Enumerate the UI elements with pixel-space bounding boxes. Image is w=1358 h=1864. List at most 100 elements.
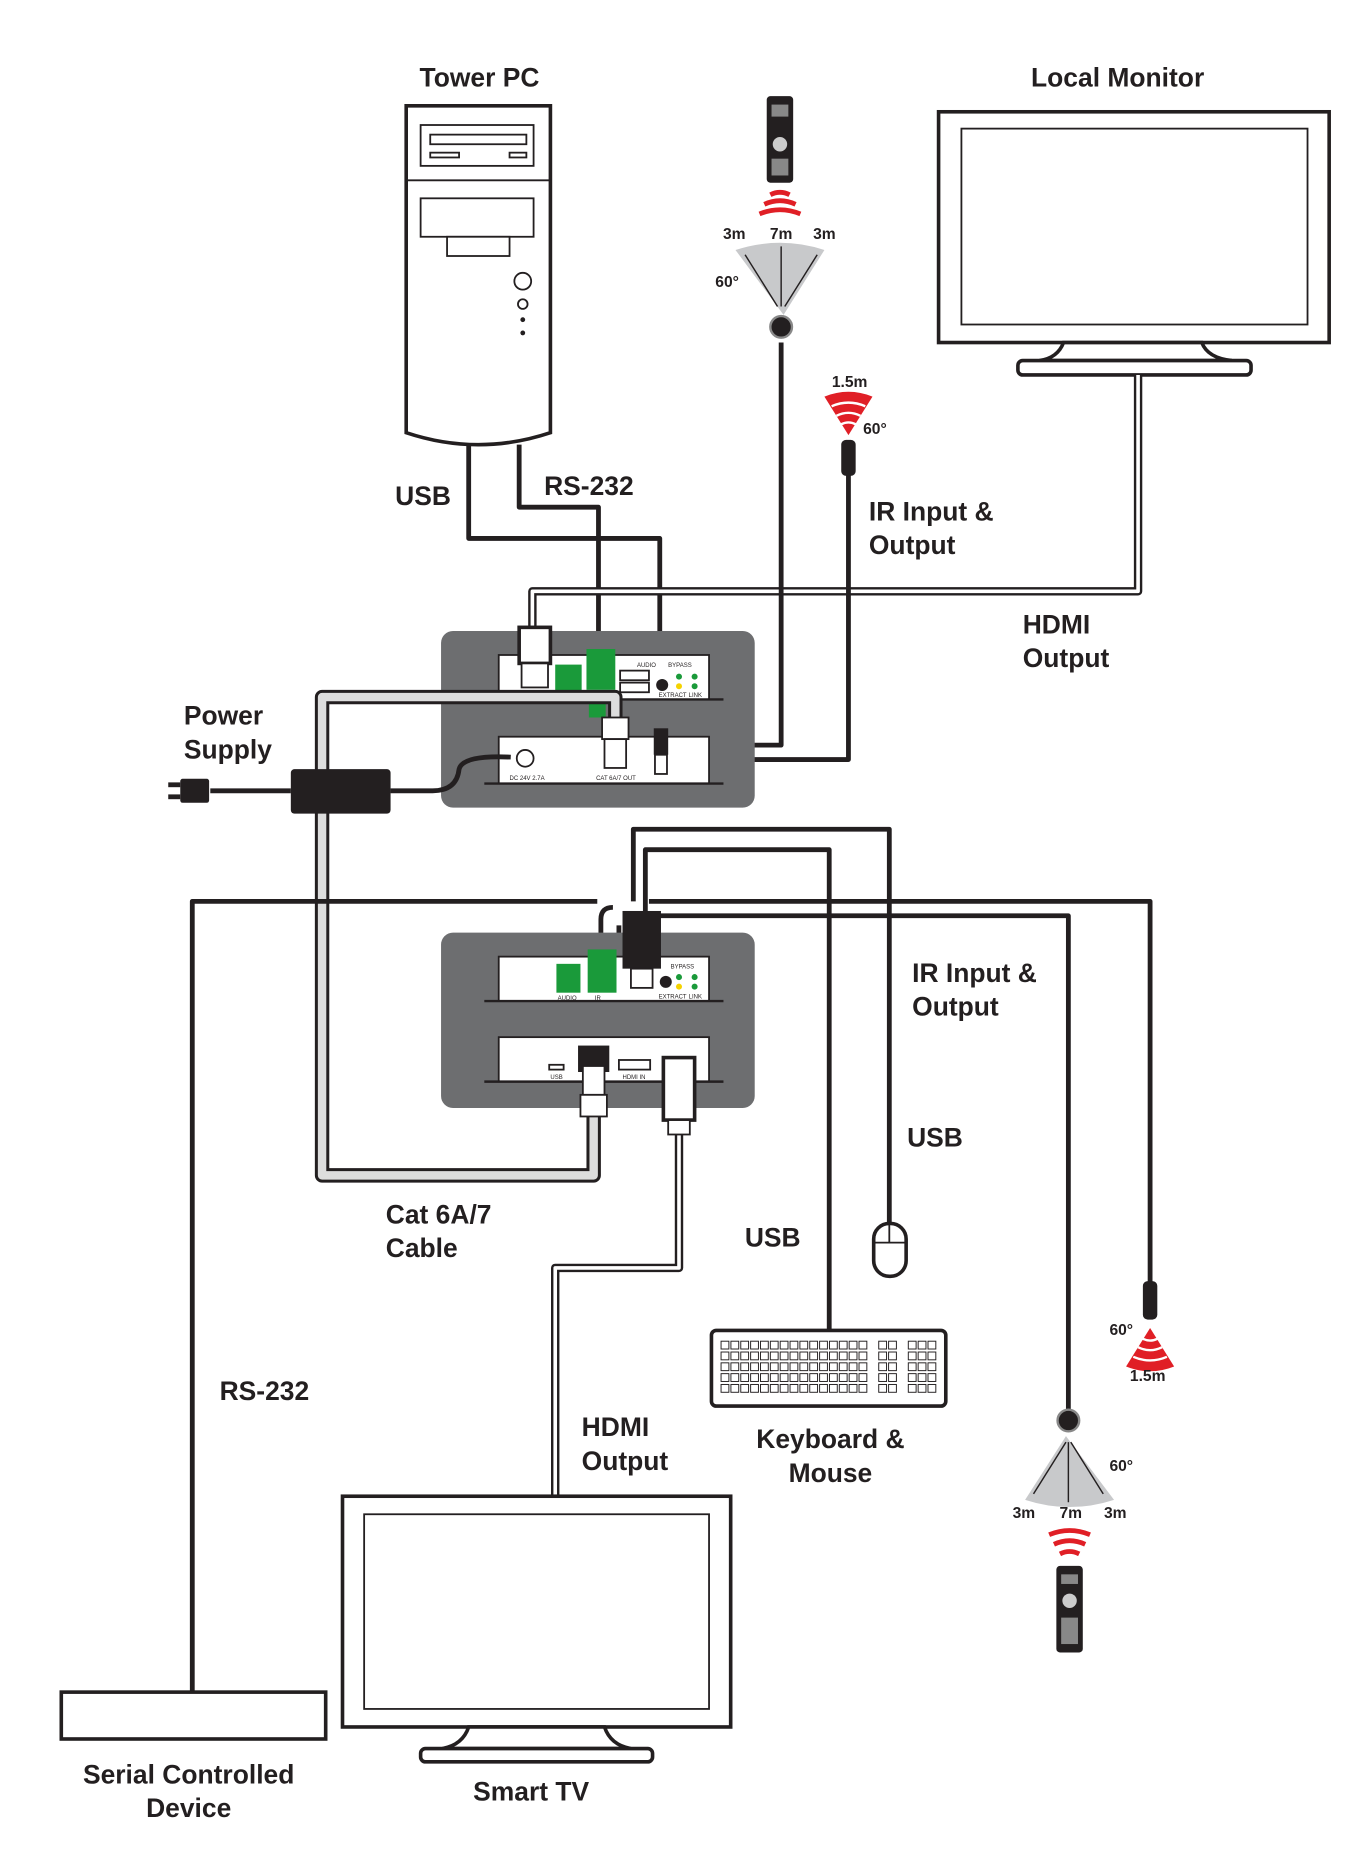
keyboard-key (789, 1362, 799, 1372)
keyboard-key (789, 1383, 799, 1393)
ir-signal-icon-rx (1048, 1528, 1091, 1557)
keyboard-key (759, 1351, 769, 1361)
keyboard-key (819, 1383, 828, 1393)
keyboard-key (858, 1362, 868, 1372)
ir-label-rx-1: IR Input & (912, 958, 1037, 988)
power-supply-label-2: Supply (184, 734, 272, 764)
ir-range-right-rx: 3m (1104, 1505, 1127, 1522)
keyboard-key (769, 1373, 779, 1382)
keyboard-key (907, 1351, 917, 1361)
ir-angle: 60° (715, 274, 739, 291)
keyboard-key (799, 1373, 809, 1382)
usb-c-plug-tx (653, 728, 669, 755)
smart-tv-label: Smart TV (473, 1776, 589, 1806)
keyboard-key (759, 1373, 769, 1382)
transmitter-unit: AUDIO BYPASS EXTRACT LINK DC 24V 2.7A CA… (441, 630, 755, 808)
tx-extract-label: EXTRACT (659, 693, 687, 699)
keyboard-key (858, 1373, 868, 1382)
hdmi-label-rx-1: HDMI (582, 1412, 650, 1442)
ir-emitter (841, 439, 856, 476)
keyboard-key (740, 1373, 750, 1382)
keyboard-key (759, 1340, 769, 1350)
keyboard-key (720, 1383, 730, 1393)
keyboard-key (838, 1373, 848, 1382)
keyboard-key (917, 1383, 927, 1393)
keyboard-key (769, 1351, 779, 1361)
keyboard-key (740, 1362, 750, 1372)
rs232-label-tx: RS-232 (544, 471, 634, 501)
keyboard-key (799, 1362, 809, 1372)
keyboard-key (759, 1383, 769, 1393)
keyboard-key (799, 1351, 809, 1361)
serial-device-label-2: Device (146, 1793, 231, 1823)
keyboard-key (809, 1383, 819, 1393)
tx-audio-label: AUDIO (637, 663, 656, 669)
keyboard-key (809, 1373, 819, 1382)
rx-bypass-label: BYPASS (671, 965, 695, 971)
keyboard-key (799, 1383, 809, 1393)
local-monitor-label: Local Monitor (1031, 63, 1204, 93)
keyboard-key (907, 1362, 917, 1372)
rx-usb-label: USB (550, 1075, 562, 1081)
keyboard-key (730, 1373, 740, 1382)
keyboard-key (878, 1340, 888, 1350)
rj45-plug-tx (601, 716, 630, 769)
keyboard-icon (709, 1328, 948, 1408)
keyboard-key (819, 1351, 828, 1361)
keyboard-key (779, 1340, 789, 1350)
keyboard-key (838, 1351, 848, 1361)
keyboard-key (858, 1383, 868, 1393)
tx-cat-out-label: CAT 6A/7 OUT (596, 776, 636, 782)
local-monitor (936, 109, 1331, 377)
ir-emitter-rx (1142, 1281, 1158, 1320)
keyboard-key (848, 1340, 858, 1350)
serial-device-label-1: Serial Controlled (83, 1759, 294, 1789)
keyboard-key (828, 1383, 838, 1393)
ir-emitter-signal-icon (824, 391, 873, 436)
keyboard-key (750, 1351, 759, 1361)
keyboard-key (740, 1340, 750, 1350)
ir-receiver-eye-rx (1056, 1408, 1081, 1433)
keyboard-key (809, 1340, 819, 1350)
keyboard-mouse-label-1: Keyboard & (756, 1424, 904, 1454)
ir-angle-rx: 60° (1109, 1458, 1133, 1475)
keyboard-key (769, 1340, 779, 1350)
keyboard-key (750, 1340, 759, 1350)
tower-pc (404, 103, 553, 447)
keyboard-key (730, 1383, 740, 1393)
keyboard-key (888, 1383, 897, 1393)
keyboard-key (789, 1340, 799, 1350)
keyboard-key (740, 1383, 750, 1393)
keyboard-key (888, 1351, 897, 1361)
rx-ir-label: IR (595, 996, 602, 1002)
keyboard-key (927, 1351, 937, 1361)
cat-label-1: Cat 6A/7 (386, 1199, 492, 1229)
keyboard-key (759, 1362, 769, 1372)
keyboard-key (779, 1351, 789, 1361)
rx-extract-label: EXTRACT (659, 995, 687, 1001)
keyboard-key (917, 1340, 927, 1350)
keyboard-key (799, 1340, 809, 1350)
power-plug-icon (168, 778, 210, 803)
rx-link-label: LINK (689, 995, 702, 1001)
rx-hdmi-in-label: HDMI IN (623, 1075, 646, 1081)
keyboard-key (858, 1340, 868, 1350)
keyboard-key (858, 1351, 868, 1361)
keyboard-key (907, 1383, 917, 1393)
usb-label-keyboard: USB (745, 1222, 801, 1252)
ir-emitter-signal-icon-rx (1126, 1327, 1175, 1372)
keyboard-key (789, 1351, 799, 1361)
keyboard-key (848, 1362, 858, 1372)
rj45-plug-rx (579, 1065, 608, 1118)
keyboard-key (927, 1362, 937, 1372)
keyboard-key (769, 1383, 779, 1393)
ir-emitter-angle-rx: 60° (1109, 1322, 1133, 1339)
keyboard-key (828, 1340, 838, 1350)
hdmi-label-tx-1: HDMI (1023, 609, 1091, 639)
power-supply-label-1: Power (184, 701, 263, 731)
hdmi-label-rx-2: Output (582, 1446, 669, 1476)
keyboard-key (927, 1383, 937, 1393)
keyboard-key (927, 1340, 937, 1350)
keyboard-key (789, 1373, 799, 1382)
power-cable (210, 754, 511, 794)
